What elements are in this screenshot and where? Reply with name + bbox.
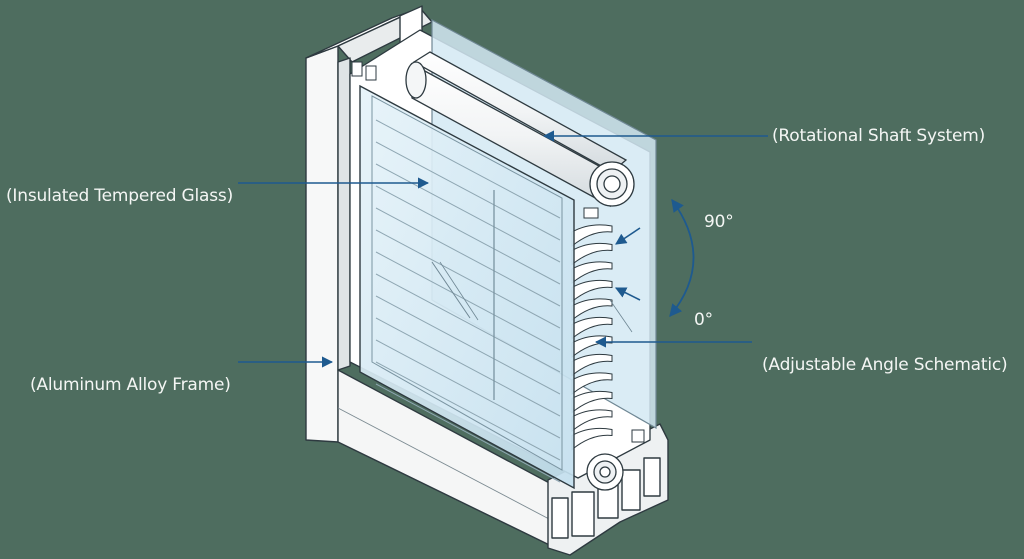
- louver-slat: [571, 316, 613, 340]
- rotational-shaft: [405, 51, 635, 491]
- insulated-glass-label: (Insulated Tempered Glass): [6, 186, 234, 206]
- louver-slat: [571, 353, 613, 377]
- inner-blind-slat: [375, 229, 561, 329]
- slat-arrow-lower: [614, 287, 641, 301]
- front-glass-pane: [359, 84, 633, 490]
- louver-slat: [571, 242, 613, 266]
- inner-blind-slat: [375, 339, 561, 439]
- rotational-shaft-label: (Rotational Shaft System): [772, 126, 986, 146]
- inner-blind-slat: [375, 383, 561, 483]
- angle-arc: [669, 198, 695, 317]
- inner-blind-slat: [375, 163, 561, 263]
- louver-slat: [571, 261, 613, 285]
- inner-blind-slat: [375, 251, 561, 351]
- sash-clips: [351, 61, 645, 443]
- angle-max-label: 90°: [704, 212, 734, 232]
- louver-slat: [571, 427, 613, 451]
- inner-blind-slat: [375, 207, 561, 307]
- louver-slats: [571, 224, 613, 451]
- inner-blind-slat: [375, 185, 561, 285]
- louver-slat: [571, 390, 613, 414]
- aluminum-frame-label: (Aluminum Alloy Frame): [30, 375, 231, 395]
- slat-arrow-upper: [615, 227, 641, 245]
- inner-blind-slat: [375, 295, 561, 395]
- leader-arrows: [238, 130, 768, 368]
- inner-blind-slat: [375, 273, 561, 373]
- louver-slat: [571, 224, 613, 248]
- louver-slat: [571, 372, 613, 396]
- inner-blind-slat: [375, 361, 561, 461]
- adjustable-angle-label: (Adjustable Angle Schematic): [762, 355, 1008, 375]
- inner-blind-slat: [375, 141, 561, 241]
- louver-slat: [571, 298, 613, 322]
- inner-blind-slat: [375, 317, 561, 417]
- louver-slat: [571, 279, 613, 303]
- louver-slat: [571, 409, 613, 433]
- angle-min-label: 0°: [694, 310, 713, 330]
- inner-blind-slat: [375, 119, 561, 219]
